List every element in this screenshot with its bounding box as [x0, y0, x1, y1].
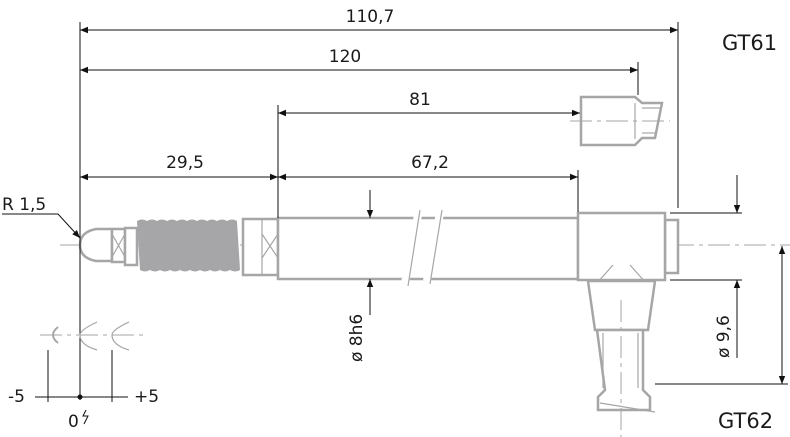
dimension-label-67-2: 67,2: [411, 153, 449, 173]
dimension-label-81: 81: [409, 90, 431, 110]
probe-body: [78, 209, 680, 437]
variant-label-gt62: GT62: [718, 409, 773, 433]
scale-label-plus: +5: [134, 387, 159, 407]
radius-label: R 1,5: [2, 195, 46, 215]
stroke-diagram: [35, 321, 145, 425]
extension-lines: [79, 22, 788, 400]
dimension-label-110-7: 110,7: [346, 7, 395, 27]
lightning-icon: [82, 409, 89, 425]
scale-label-zero: 0: [68, 412, 79, 432]
dimension-label-120: 120: [329, 47, 361, 67]
dimension-label-29-5: 29,5: [166, 153, 204, 173]
radius-leader: [2, 213, 81, 239]
bellows: [137, 219, 240, 272]
gt61-cable-outlet: [570, 95, 670, 147]
shaft-diameter-label: ø 8h6: [347, 314, 367, 362]
break-gap: [401, 212, 444, 284]
variant-label-gt61: GT61: [722, 31, 777, 55]
scale-label-minus: -5: [8, 387, 25, 407]
body-diameter-label: ø 9,6: [714, 315, 734, 358]
